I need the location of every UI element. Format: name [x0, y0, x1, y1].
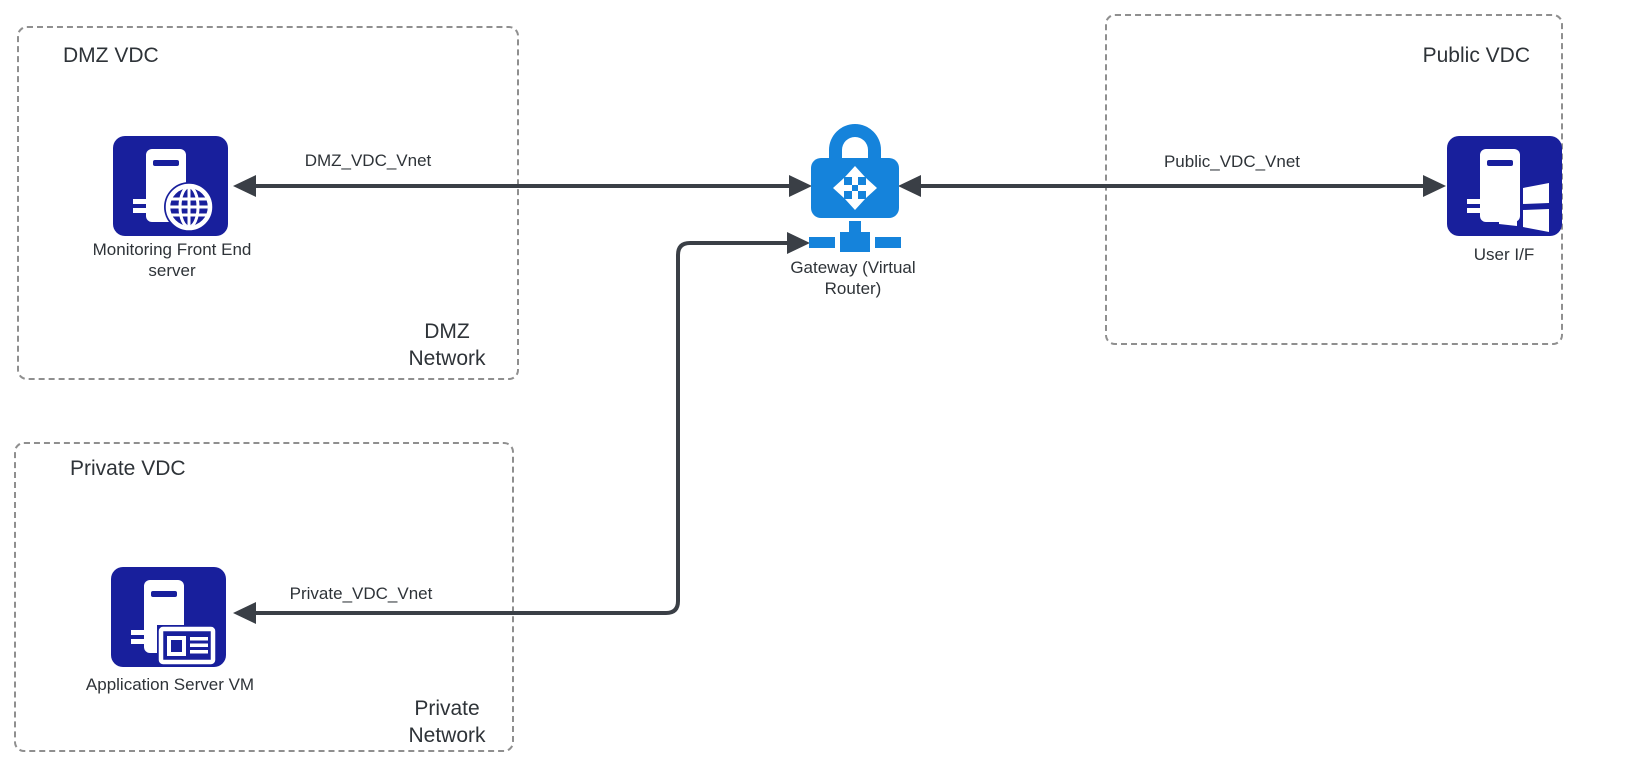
application-server-node — [111, 567, 226, 672]
dmz-vnet-label: DMZ_VDC_Vnet — [304, 151, 432, 170]
public-vnet-label: Public_VDC_Vnet — [1163, 152, 1301, 171]
dmz-network-label: DMZ Network — [408, 320, 486, 370]
public-vdc-title: Public VDC — [1422, 44, 1530, 67]
private-vnet-label: Private_VDC_Vnet — [289, 584, 433, 603]
user-interface-node — [1447, 136, 1562, 241]
public-vdc-box — [1105, 14, 1563, 345]
monitoring-server-node — [113, 136, 228, 241]
server-windows-icon — [1447, 136, 1562, 236]
user-interface-label: User I/F — [1473, 245, 1535, 264]
server-globe-icon — [113, 136, 228, 236]
lock-router-icon — [809, 124, 901, 252]
gateway-node — [807, 118, 903, 259]
dmz-vdc-title: DMZ VDC — [63, 44, 159, 67]
monitoring-server-label: Monitoring Front End server — [92, 240, 252, 280]
application-server-label: Application Server VM — [85, 675, 255, 694]
gateway-label: Gateway (Virtual Router) — [790, 258, 916, 298]
private-network-label: Private Network — [408, 697, 486, 747]
private-vdc-title: Private VDC — [70, 457, 186, 480]
server-card-icon — [111, 567, 226, 667]
